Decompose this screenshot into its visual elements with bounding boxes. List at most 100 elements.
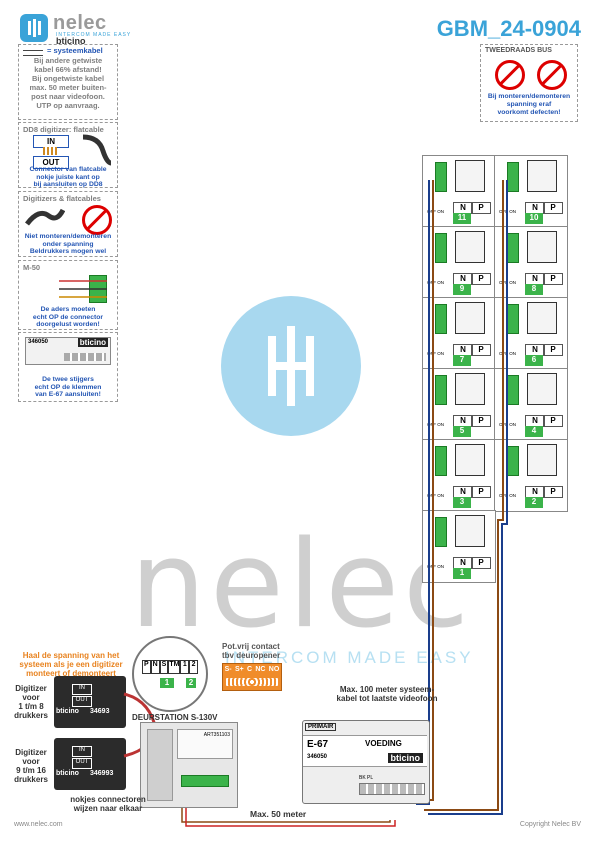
unit-screen (455, 373, 485, 405)
contact-screws (226, 678, 278, 686)
watermark-logo-circle (221, 296, 361, 436)
unit-p-label: P (471, 557, 491, 569)
e67-panel: 346050 bticino De twee stijgers echt OP … (18, 332, 118, 402)
brand-tagline: INTERCOM MADE EASY (56, 32, 132, 38)
unit-p-label: P (471, 202, 491, 214)
cable-line: post naar videofoon. (31, 92, 105, 101)
unit-number: 1 (453, 568, 471, 579)
footer-website: www.nelec.com (14, 821, 63, 828)
contact-term: S+ (234, 666, 244, 673)
dd8-line: Connector van flatcable (29, 166, 107, 173)
unit-screen (527, 444, 557, 476)
note-line: wijzen naar elkaar (73, 804, 143, 813)
psu-max-line: kabel tot laatste videofoon (336, 694, 438, 703)
no-tools-icon (537, 60, 567, 90)
e67-terminals (64, 353, 106, 361)
terminal-label: P (142, 660, 151, 674)
unit-connector (435, 446, 447, 476)
unit-switch-label: OFF ON (427, 422, 444, 427)
note-line: nokjes connectoren (70, 795, 146, 804)
digitizer2-module: IN OUT bticino 346993 (54, 738, 126, 790)
unit-connector (435, 375, 447, 405)
contact-title-line: Pot.vrij contact (222, 642, 280, 651)
terminal-label: TM (168, 660, 181, 674)
unit-switch-label: OFF ON (427, 493, 444, 498)
digitizers-line: onder spanning (42, 240, 94, 248)
unit-connector (435, 233, 447, 263)
bus-line: voorkomt defecten! (497, 109, 561, 116)
flatcable-icon (43, 147, 57, 155)
digitizer2-label: drukkers (14, 775, 48, 784)
psu-module: PRIMAIR E-67 VOEDING 346050 bticino BK P… (302, 720, 430, 804)
terminal-label: 2 (189, 660, 199, 674)
psu-label-area: E-67 VOEDING 346050 bticino (303, 735, 427, 767)
watermark-brand: nelec (130, 516, 474, 655)
terminal-label: 1 (180, 660, 190, 674)
digitizer1-out: OUT (72, 696, 92, 707)
terminal-label: N (150, 660, 160, 674)
psu-max-line: Max. 100 meter systeem- (339, 685, 435, 694)
e67-code: 346050 (28, 339, 49, 345)
door-station-module: ART351103 (140, 722, 238, 808)
unit-screen (527, 373, 557, 405)
psu-voeding: VOEDING (365, 739, 402, 748)
digitizers-line: Niet monteren/demonteren (24, 233, 112, 240)
bus-title: TWEEDRAADS BUS (485, 47, 552, 54)
dd8-line: bij aansluiten op DD8 (33, 181, 103, 188)
digitizer2-label: 9 t/m 16 (16, 766, 46, 775)
unit-number: 4 (525, 426, 543, 437)
contact-term: NC (255, 666, 266, 673)
station-terminals (181, 775, 229, 787)
terminal-label: S (159, 660, 169, 674)
unit-p-label: P (543, 486, 563, 498)
digitizer2-label: voor (22, 757, 40, 766)
e67-line: De twee stijgers (42, 376, 94, 383)
digitizer1-label: 1 t/m 8 (18, 702, 44, 711)
terminal-zoom: P N S TM 1 2 1 2 (132, 636, 208, 712)
digitizers-panel: Digitizers & flatcables Niet monteren/de… (18, 191, 118, 257)
flatcable-icon (25, 208, 65, 226)
doc-code: GBM_24-0904 (436, 16, 581, 41)
nelec-logo-icon (20, 14, 48, 42)
brand-name: nelec (53, 12, 107, 34)
psu-brand: bticino (387, 753, 423, 763)
cable-legend: = systeemkabel (47, 46, 103, 55)
station-panel: ART351103 (177, 729, 233, 759)
unit-number: 11 (453, 213, 471, 224)
unit-number: 9 (453, 284, 471, 295)
unit-p-label: P (471, 415, 491, 427)
unit-screen (455, 515, 485, 547)
cable-panel: = systeemkabel Bij andere getwiste kabel… (18, 44, 118, 120)
terminal-cell: 2 (186, 678, 196, 688)
no-plug-icon (495, 60, 525, 90)
m50-panel: M-50 De aders moeten echt OP de connecto… (18, 260, 118, 330)
bus-panel: TWEEDRAADS BUS Bij monteren/demonteren s… (480, 44, 578, 122)
digitizer1-label: Digitizer (15, 684, 47, 693)
unit-screen (455, 160, 485, 192)
unit-screen (527, 160, 557, 192)
digitizer1-code: 34693 (90, 708, 110, 715)
digitizer1-module: IN OUT bticino 34693 (54, 676, 126, 728)
cable-line: kabel 66% afstand! (34, 65, 102, 74)
unit-screen (455, 231, 485, 263)
cable-legend-icon (23, 50, 43, 56)
digitizer1-label: drukkers (14, 711, 48, 720)
station-camera (147, 729, 173, 801)
cable-line: Bij ongetwiste kabel (31, 74, 105, 83)
dd8-out: OUT (33, 156, 69, 169)
psu-terminals (359, 783, 425, 795)
unit-number: 6 (525, 355, 543, 366)
e67-brand: bticino (77, 338, 108, 347)
door-warning-line: systeem als je een digitizer (19, 660, 123, 669)
unit-number: 3 (453, 497, 471, 508)
digitizer2-brand: bticino (56, 770, 79, 777)
watermark-tagline: INTERCOM MADE EASY (225, 648, 474, 667)
unit-screen (455, 444, 485, 476)
digitizer2-out: OUT (72, 758, 92, 769)
m50-line: doorgelust worden! (36, 321, 100, 328)
digitizers-title: Digitizers & flatcables (23, 194, 101, 203)
contact-term: NO (268, 666, 280, 673)
partner-brand: bticino (56, 36, 86, 46)
